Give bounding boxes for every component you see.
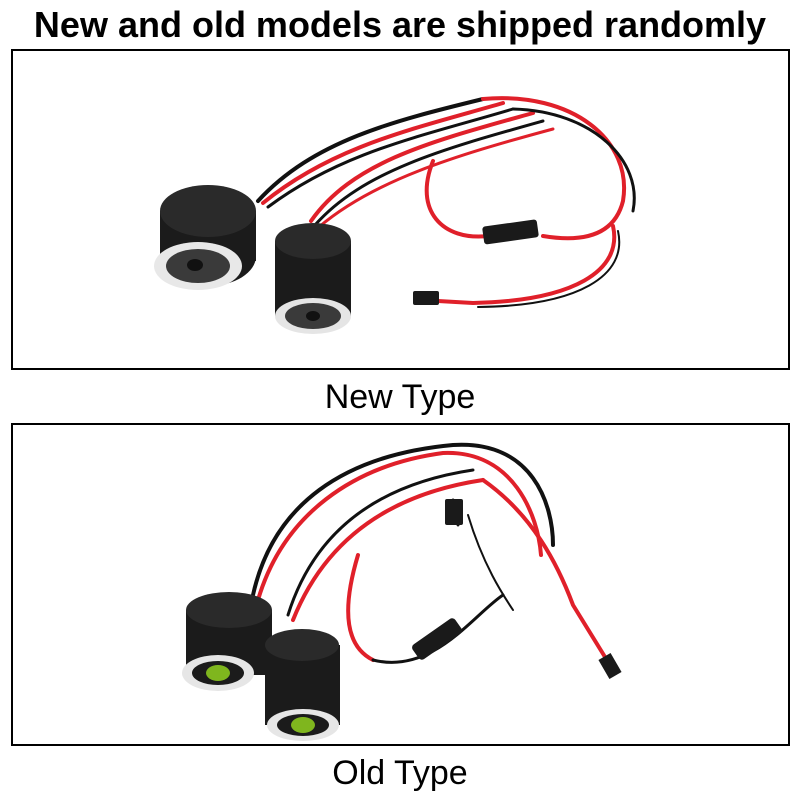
new-type-photo-frame [11, 49, 790, 370]
new-type-caption: New Type [324, 378, 476, 416]
old-type-caption: Old Type [332, 754, 468, 792]
old-type-photo-frame [11, 423, 790, 746]
headline: New and old models are shipped randomly [33, 4, 767, 45]
new-type-light-photo [154, 96, 636, 334]
old-type-light-photo [182, 442, 622, 741]
lens-green-1 [206, 665, 230, 681]
